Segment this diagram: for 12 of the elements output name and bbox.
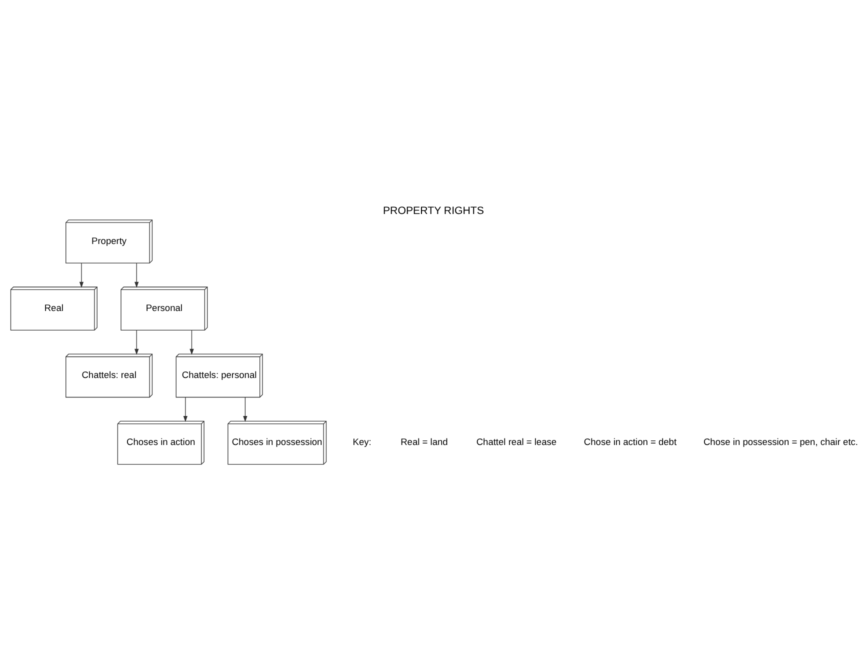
arrow — [134, 330, 139, 355]
label: Chose in possession = pen, chair etc. — [703, 437, 858, 448]
arrow — [183, 396, 188, 422]
arrow — [134, 262, 139, 288]
diagram-title: PROPERTY RIGHTS — [382, 204, 484, 217]
arrow — [190, 330, 194, 355]
arrow — [79, 262, 84, 288]
arrow — [243, 396, 248, 422]
label: Real = land — [400, 437, 448, 448]
label: Key: — [352, 437, 372, 448]
label: Chattel real = lease — [476, 437, 557, 448]
label: Chose in action = debt — [584, 437, 677, 448]
